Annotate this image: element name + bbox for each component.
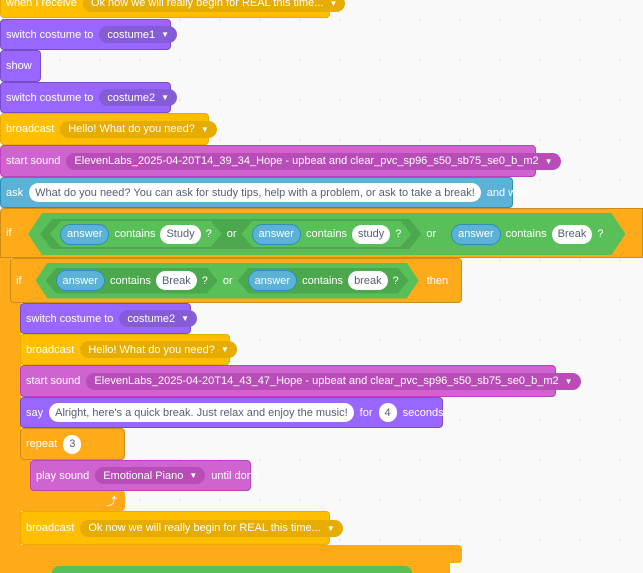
seconds-input[interactable]: 4 (378, 403, 397, 422)
block-label: and wait (486, 186, 528, 199)
block-label: when I receive (6, 0, 77, 9)
caret-down-icon: ▼ (181, 314, 190, 323)
answer-reporter[interactable]: answer (248, 270, 297, 291)
repeat-bottom: ⤴ (20, 490, 125, 511)
block-label: start sound (26, 375, 81, 387)
show-block[interactable]: show (0, 50, 41, 82)
ask-block[interactable]: ask What do you need? You can ask for st… (0, 177, 528, 208)
if-label: if (6, 227, 12, 239)
broadcast-block[interactable]: broadcast Hello! What do you need?▼ (20, 334, 237, 365)
switch-costume-block[interactable]: switch costume to costume2▼ (0, 82, 178, 113)
start-sound-block[interactable]: start sound ElevenLabs_2025-04-20T14_43_… (20, 365, 581, 397)
text-input[interactable]: Break (552, 225, 593, 244)
answer-reporter[interactable]: answer (56, 270, 105, 291)
block-label: broadcast (26, 343, 75, 356)
answer-reporter[interactable]: answer (252, 224, 301, 245)
if-inner-arm (10, 295, 21, 555)
costume-dropdown[interactable]: costume2▼ (99, 89, 178, 106)
block-label: broadcast (6, 123, 55, 135)
block-label: repeat (26, 438, 58, 450)
caret-down-icon: ▼ (564, 376, 573, 386)
text-input[interactable]: study (352, 225, 390, 244)
caret-down-icon: ▼ (220, 345, 229, 354)
caret-down-icon: ▼ (544, 156, 553, 166)
message-dropdown[interactable]: Hello! What do you need?▼ (80, 341, 237, 358)
caret-down-icon: ▼ (200, 124, 209, 134)
block-label: show (6, 60, 32, 72)
block-label: switch costume to (26, 312, 114, 325)
repeat-block[interactable]: repeat 3 (20, 428, 125, 460)
block-label: start sound (6, 155, 61, 167)
message-dropdown[interactable]: Hello! What do you need?▼ (60, 120, 217, 138)
text-input[interactable]: break (348, 271, 388, 290)
sound-dropdown[interactable]: Emotional Piano▼ (95, 467, 206, 484)
message-dropdown[interactable]: Ok now we will really begin for REAL thi… (80, 519, 343, 537)
if-outer-arm (0, 250, 11, 573)
block-label: switch costume to (6, 91, 94, 104)
block-label: switch costume to (6, 28, 94, 41)
answer-reporter[interactable]: answer (451, 224, 500, 245)
text-input[interactable]: Break (156, 271, 197, 290)
if-label: if (16, 274, 22, 287)
message-input[interactable]: Alright, here's a quick break. Just rela… (49, 403, 354, 422)
block-label: ask (6, 186, 24, 199)
when-i-receive-block[interactable]: when I receive Ok now we will really beg… (0, 0, 346, 18)
play-sound-until-done-block[interactable]: play sound Emotional Piano▼ until done (30, 460, 259, 491)
block-label: until done (211, 469, 259, 482)
broadcast-block[interactable]: broadcast Ok now we will really begin fo… (20, 511, 343, 545)
sound-dropdown[interactable]: ElevenLabs_2025-04-20T14_43_47_Hope - up… (86, 372, 581, 390)
block-label: broadcast (26, 522, 75, 534)
start-sound-block[interactable]: start sound ElevenLabs_2025-04-20T14_39_… (0, 145, 561, 177)
message-dropdown[interactable]: Ok now we will really begin for REAL thi… (82, 0, 346, 12)
repeat-arrow-icon: ⤴ (106, 496, 117, 508)
next-condition[interactable] (52, 566, 412, 573)
block-label: say (26, 406, 44, 419)
broadcast-block[interactable]: broadcast Hello! What do you need?▼ (0, 113, 217, 145)
caret-down-icon: ▼ (329, 0, 338, 8)
block-label: play sound (36, 469, 90, 482)
repeat-arm (20, 455, 31, 500)
caret-down-icon: ▼ (326, 523, 335, 533)
then-label: then (426, 274, 449, 287)
sound-dropdown[interactable]: ElevenLabs_2025-04-20T14_39_34_Hope - up… (66, 152, 561, 170)
answer-reporter[interactable]: answer (60, 224, 109, 245)
text-input[interactable]: Study (160, 225, 200, 244)
say-for-secs-block[interactable]: say Alright, here's a quick break. Just … (20, 397, 444, 428)
repeat-count-input[interactable]: 3 (63, 434, 82, 454)
switch-costume-block[interactable]: switch costume to costume1▼ (0, 19, 178, 50)
if-inner-bottom (10, 545, 462, 563)
costume-dropdown[interactable]: costume1▼ (99, 26, 178, 43)
question-input[interactable]: What do you need? You can ask for study … (29, 183, 481, 202)
caret-down-icon: ▼ (161, 93, 170, 102)
switch-costume-block[interactable]: switch costume to costume2▼ (20, 303, 198, 334)
caret-down-icon: ▼ (161, 30, 170, 39)
caret-down-icon: ▼ (189, 471, 198, 480)
costume-dropdown[interactable]: costume2▼ (119, 310, 198, 327)
